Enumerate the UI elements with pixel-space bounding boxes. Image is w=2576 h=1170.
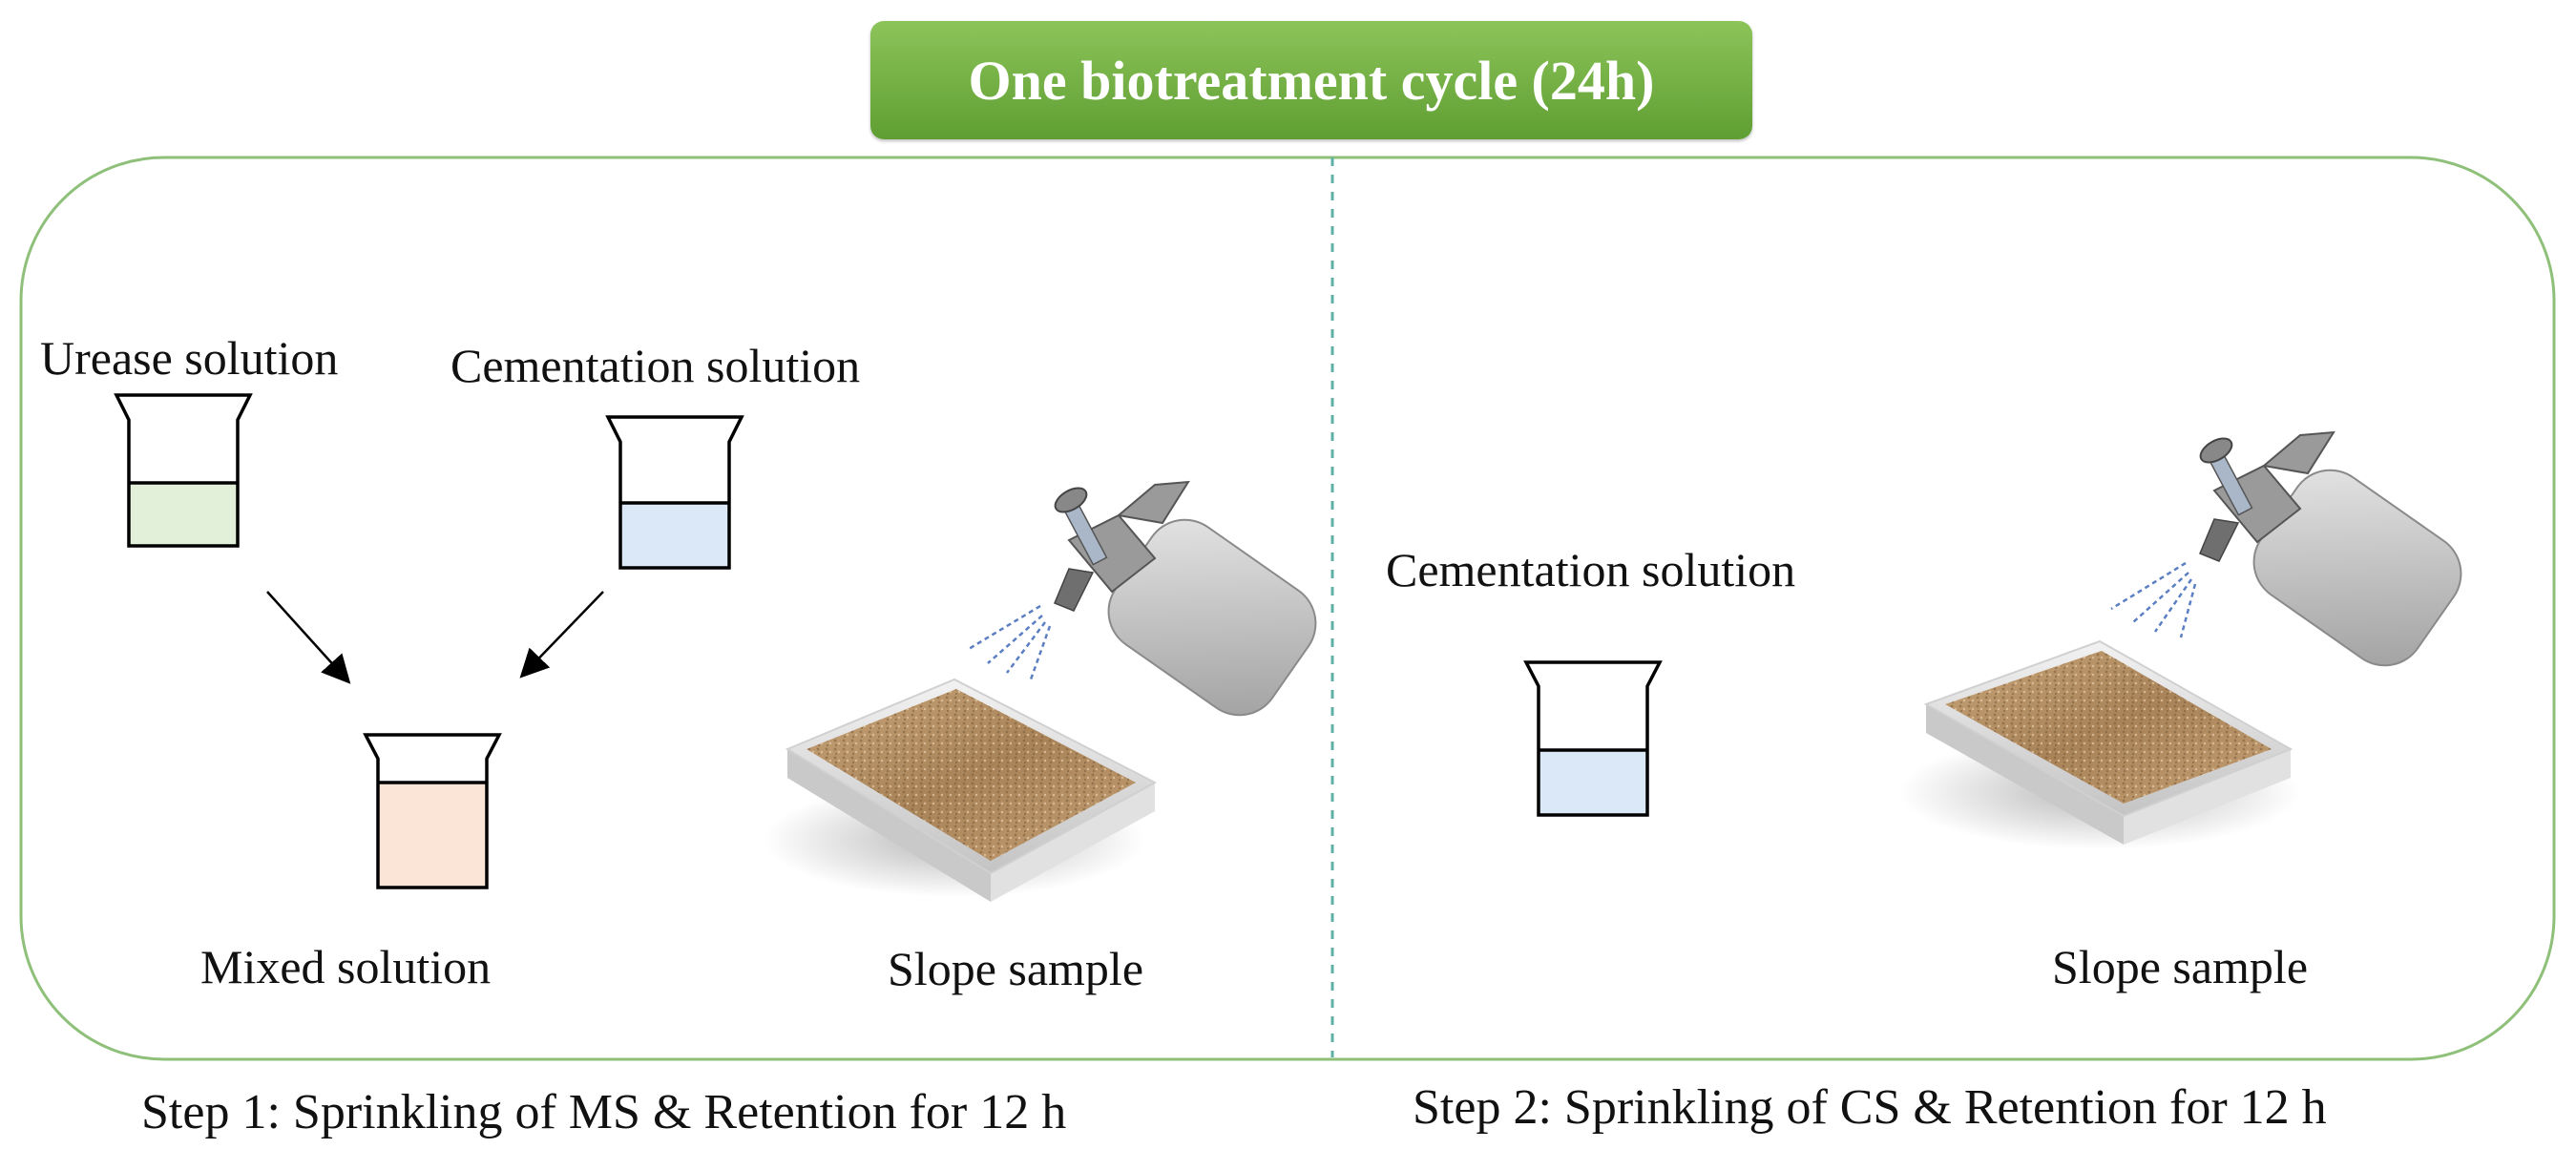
slope-sample-step2 [1899, 639, 2300, 849]
cycle-title: One biotreatment cycle (24h) [968, 49, 1655, 112]
arrow-urease-to-mixed [266, 591, 351, 684]
step2-caption: Step 2: Sprinkling of CS & Retention for… [1413, 1080, 2327, 1135]
mixed-beaker [363, 733, 502, 889]
spray-bottle-step2 [2199, 430, 2462, 667]
slope-sample-label-step1: Slope sample [888, 942, 1144, 995]
cycle-frame [19, 156, 2556, 1061]
cycle-title-box: One biotreatment cycle (24h) [870, 21, 1752, 139]
mixed-solution-label: Mixed solution [200, 940, 492, 993]
arrow-cementation-to-mixed [519, 591, 604, 679]
slope-sample-step1 [764, 678, 1158, 902]
slope-sample-label-step2: Slope sample [2052, 940, 2309, 993]
step1-caption: Step 1: Sprinkling of MS & Retention for… [141, 1085, 1067, 1139]
spray-mist-step2 [2110, 561, 2197, 638]
spray-mist-step1 [968, 604, 1052, 680]
urease-beaker [114, 393, 253, 548]
spray-bottle-step1 [1054, 480, 1317, 717]
cementation-solution-label-step2: Cementation solution [1386, 543, 1796, 596]
urease-solution-label: Urease solution [40, 331, 339, 385]
cementation-beaker-step2 [1523, 660, 1663, 817]
cementation-solution-label-step1: Cementation solution [450, 339, 861, 392]
cementation-beaker-step1 [605, 415, 744, 570]
